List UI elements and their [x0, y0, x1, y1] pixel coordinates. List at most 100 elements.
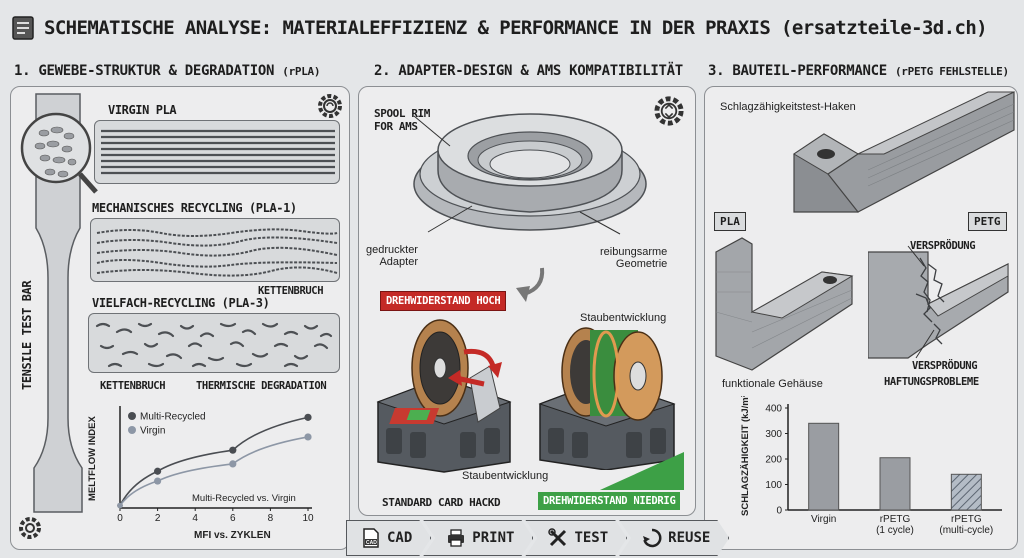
petg-part-illustration	[868, 245, 1009, 359]
bar-0	[808, 422, 840, 511]
bar-chart-ylabel: SCHLAGZÄHIGKEIT (kJ/m²)	[740, 396, 751, 516]
impact-bar-chart: SCHLAGZÄHIGKEIT (kJ/m²) 0100200300400Vir…	[740, 396, 1002, 537]
footer-step-print[interactable]: PRINT	[423, 520, 533, 556]
footer-step-reuse[interactable]: REUSE	[619, 520, 729, 556]
line-chart-xtick-label: 0	[117, 513, 123, 524]
vielfach-recycling-band	[88, 313, 340, 373]
footer-step-test[interactable]: TEST	[525, 520, 627, 556]
drehwiderstand-niedrig-tag: DREHWIDERSTAND NIEDRIG	[538, 492, 681, 510]
mech-recycling-label: MECHANISCHES RECYCLING (PLA-1)	[92, 201, 297, 215]
line-point	[229, 446, 237, 454]
gear-icon	[318, 94, 342, 118]
line-point	[304, 413, 312, 421]
legend-label: Virgin	[140, 426, 165, 437]
line-point	[304, 433, 312, 441]
line-point	[117, 502, 123, 509]
bar-category-label: (1 cycle)	[876, 525, 914, 536]
test-hook-illustration	[793, 91, 1015, 213]
line-point	[154, 467, 162, 475]
staubentwicklung-bottom-label: Staubentwicklung	[462, 470, 549, 482]
line-point	[154, 477, 162, 485]
section2-title: 2. ADAPTER-DESIGN & AMS KOMPATIBILITÄT	[374, 63, 683, 79]
legend-marker	[128, 412, 136, 420]
cad-file-icon: CAD	[361, 528, 381, 548]
bar-category-label: (multi-cycle)	[939, 525, 993, 536]
line-chart-axes	[119, 406, 312, 509]
bar-chart-ytick-label: 0	[776, 506, 782, 517]
legend-label: Multi-Recycled	[140, 412, 206, 423]
versproedung-label-2: VERSPRÖDUNG	[912, 360, 978, 372]
bar-category-label: rPETG	[880, 514, 911, 525]
drehwiderstand-hoch-tag: DREHWIDERSTAND HOCH	[380, 291, 507, 311]
printer-icon	[446, 528, 466, 548]
bar-chart-ytick-label: 300	[765, 429, 782, 440]
kettenbruch-label-1: KETTENBRUCH	[258, 285, 324, 297]
versproedung-label-1: VERSPRÖDUNG	[910, 240, 976, 252]
recycle-gear-icon	[654, 96, 684, 126]
bar-chart-ytick-label: 200	[765, 455, 782, 466]
pla-part-illustration	[715, 237, 854, 371]
line-chart-xtick-label: 10	[302, 513, 314, 524]
staubentwicklung-top-label: Staubentwicklung	[580, 312, 667, 324]
haftungsprobleme-label: HAFTUNGSPROBLEME	[884, 376, 979, 388]
bar-category-label: rPETG	[951, 514, 982, 525]
kettenbruch-label-2: KETTENBRUCH	[100, 380, 166, 392]
footer-step-label: REUSE	[668, 530, 711, 546]
down-arrow-icon	[516, 267, 545, 302]
adapter-spool-box	[538, 327, 676, 470]
adapter-ring-illustration	[413, 113, 647, 235]
standard-card-label: STANDARD CARD HACKD	[382, 496, 501, 509]
standard-spool-box	[376, 319, 512, 473]
recycle-icon	[642, 528, 662, 548]
bar-1	[879, 457, 911, 511]
bar-chart-ytick-label: 400	[765, 404, 782, 415]
line-chart-ticks: 0 2 4 6 8 10	[117, 508, 314, 524]
tensile-bar-label: TENSILE TEST BAR	[20, 280, 34, 390]
section1-title: 1. GEWEBE-STRUKTUR & DEGRADATION (rPLA)	[14, 63, 321, 79]
footer-step-label: CAD	[387, 530, 413, 546]
line-chart-annotation: Multi-Recycled vs. Virgin	[192, 493, 296, 504]
line-chart-series	[117, 413, 312, 509]
line-chart-xlabel: MFI vs. ZYKLEN	[194, 530, 271, 541]
gedruckter-adapter-label: gedruckter Adapter	[366, 244, 418, 268]
bar-2	[950, 473, 982, 511]
tensile-test-bar	[20, 93, 98, 513]
petg-tag: PETG	[968, 212, 1007, 231]
svg-text:CAD: CAD	[366, 540, 377, 546]
vielfach-recycling-label: VIELFACH-RECYCLING (PLA-3)	[92, 296, 270, 310]
line-chart-xtick-label: 8	[268, 513, 274, 524]
line-chart-xtick-label: 4	[192, 513, 198, 524]
pla-tag: PLA	[714, 212, 746, 231]
section3-title: 3. BAUTEIL-PERFORMANCE (rPETG FEHLSTELLE…	[708, 63, 1009, 79]
line-series-0	[119, 416, 309, 506]
hook-test-label: Schlagzähigkeitstest-Haken	[720, 101, 856, 113]
line-series-1	[119, 436, 309, 507]
section1-title-suffix: (rPLA)	[282, 65, 321, 78]
line-chart-xtick-label: 2	[155, 513, 161, 524]
line-point	[229, 460, 237, 468]
footer-step-cad[interactable]: CAD CAD	[346, 520, 431, 556]
mfi-line-chart: MELTFLOW INDEX 0 2 4 6 8 10 Multi-RecycledVir…	[87, 406, 314, 541]
tools-icon	[548, 528, 568, 548]
line-chart-ylabel: MELTFLOW INDEX	[87, 416, 98, 501]
footer-step-label: TEST	[574, 530, 609, 546]
bar-chart-bars	[808, 422, 982, 511]
bar-chart-ytick-label: 100	[765, 480, 782, 491]
section3-title-text: 3. BAUTEIL-PERFORMANCE	[708, 63, 887, 79]
thermische-degradation-label: THERMISCHE DEGRADATION	[196, 380, 327, 392]
legend-marker	[128, 426, 136, 434]
reibungsarme-geometrie-label: reibungsarme Geometrie	[600, 246, 668, 270]
spool-rim-label: SPOOL RIM FOR AMS	[374, 107, 431, 133]
process-footer: CAD CAD PRINT TEST REUSE	[346, 520, 729, 556]
document-icon	[12, 16, 34, 40]
green-wedge	[600, 452, 684, 490]
title-bar: SCHEMATISCHE ANALYSE: MATERIALEFFIZIENZ …	[0, 0, 1024, 56]
line-chart-xtick-label: 6	[230, 513, 236, 524]
funktionale-gehaeuse-label: funktionale Gehäuse	[722, 378, 823, 390]
section3-title-suffix: (rPETG FEHLSTELLE)	[894, 65, 1009, 78]
footer-step-label: PRINT	[472, 530, 515, 546]
section1-title-text: 1. GEWEBE-STRUKTUR & DEGRADATION	[14, 63, 275, 79]
gear-icon-bottom	[19, 517, 41, 539]
